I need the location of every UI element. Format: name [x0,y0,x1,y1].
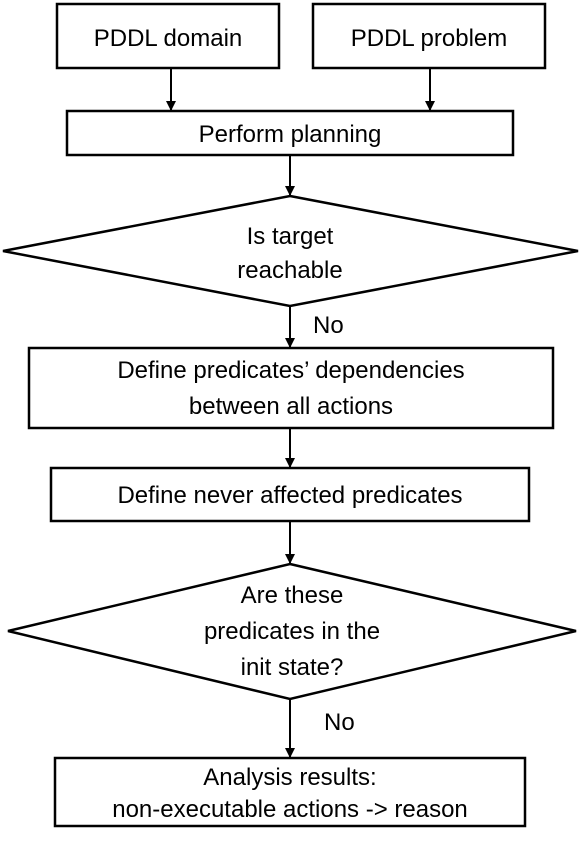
reachable-line-1: Is target [247,223,334,250]
init-line-3: init state? [241,654,344,681]
edge-label-no-reachable: No [313,312,344,339]
init-line-1: Are these [241,582,344,609]
never-affected-label: Define never affected predicates [117,482,462,509]
dependencies-line-2: between all actions [189,393,393,420]
are-predicates-in-init-decision: Are these predicates in the init state? [7,562,577,701]
init-line-2: predicates in the [204,618,380,645]
edge-label-no-init: No [324,709,355,736]
define-never-affected-box: Define never affected predicates [49,466,531,523]
perform-planning-label: Perform planning [199,121,382,148]
pddl-domain-box: PDDL domain [55,2,281,70]
results-line-2: non-executable actions -> reason [112,796,468,823]
pddl-domain-label: PDDL domain [94,25,243,52]
reachable-line-2: reachable [237,257,342,284]
dependencies-line-1: Define predicates’ dependencies [117,357,464,384]
results-line-1: Analysis results: [203,764,376,791]
pddl-problem-label: PDDL problem [351,25,508,52]
perform-planning-box: Perform planning [65,109,515,157]
analysis-results-box: Analysis results: non-executable actions… [53,756,527,828]
define-dependencies-box: Define predicates’ dependencies between … [27,346,555,430]
pddl-problem-box: PDDL problem [311,2,547,70]
is-target-reachable-decision: Is target reachable [2,194,579,308]
